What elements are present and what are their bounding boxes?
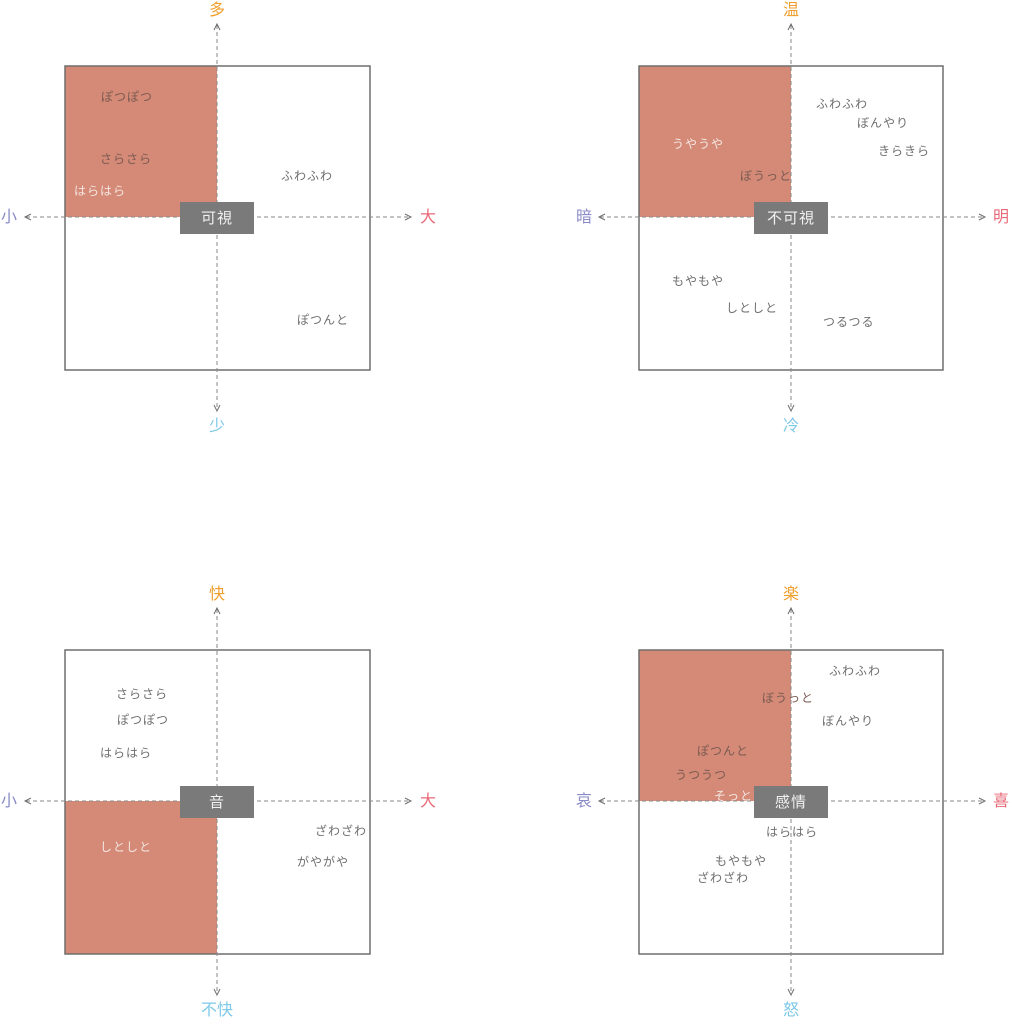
word-label: ざわざわ [697, 871, 750, 885]
word-label: がやがや [297, 855, 350, 869]
word-label: ぽつぽつ [117, 713, 170, 727]
axis-label-left: 暗 [575, 207, 593, 226]
axis-label-top: 温 [782, 0, 800, 19]
center-label-box: 可視 [180, 202, 254, 234]
word-label: ふわふわ [829, 664, 882, 678]
axis-label-left: 小 [0, 791, 18, 810]
arrow-left-icon [23, 213, 32, 221]
arrow-up-icon [213, 606, 221, 615]
panel-sound: 快 不快 小 大 さらさら ぽつぽつ はらはら しとしと ざわざわ がやがや 音 [0, 584, 440, 1024]
axis-label-bottom: 不快 [200, 1000, 234, 1019]
arrow-left-icon [597, 213, 606, 221]
panel-invisible-graphic [597, 22, 987, 413]
word-label: ぽつぽつ [101, 90, 154, 104]
axis-label-top: 楽 [782, 584, 800, 603]
panel-emotion-graphic [597, 606, 987, 997]
axis-label-right: 明 [992, 207, 1010, 226]
word-label: もやもや [672, 274, 725, 288]
arrow-up-icon [787, 22, 795, 31]
word-label: うつうつ [675, 768, 728, 782]
arrow-down-icon [787, 404, 795, 413]
word-label: はらはら [100, 746, 153, 760]
arrow-down-icon [213, 988, 221, 997]
word-label: そっと [714, 789, 754, 803]
arrow-down-icon [787, 988, 795, 997]
panel-visible: 多 少 小 大 ぽつぽつ さらさら はらはら ふわふわ ぽつんと 可視 [0, 0, 440, 440]
word-label: しとしと [726, 301, 779, 315]
axis-label-left: 哀 [575, 791, 593, 810]
arrow-left-icon [23, 797, 32, 805]
arrow-right-icon [978, 213, 987, 221]
arrow-up-icon [787, 606, 795, 615]
axis-label-top: 快 [208, 584, 226, 603]
axis-label-bottom: 少 [208, 416, 226, 435]
highlight-quadrant [639, 66, 791, 217]
word-label: ふわふわ [816, 97, 869, 111]
center-label-box: 音 [180, 786, 254, 818]
axis-label-left: 小 [0, 207, 18, 226]
axis-label-right: 喜 [992, 791, 1010, 810]
axis-label-bottom: 冷 [782, 416, 800, 435]
word-label: はらはら [74, 184, 127, 198]
word-label: もやもや [715, 854, 768, 868]
word-label: ぽつんと [297, 313, 350, 327]
arrow-right-icon [404, 213, 413, 221]
word-label: つるつる [823, 315, 875, 329]
center-label-box: 不可視 [754, 202, 828, 234]
arrow-right-icon [978, 797, 987, 805]
panel-emotion: 楽 怒 哀 喜 ふわふわ ぼうっと ぼんやり ぽつんと うつうつ そっと はらは… [574, 584, 1012, 1024]
word-label: しとしと [100, 840, 153, 854]
arrow-down-icon [213, 404, 221, 413]
highlight-quadrant [65, 66, 217, 217]
word-label: ぼんやり [822, 714, 875, 728]
word-label: さらさら [100, 152, 153, 166]
word-label: ざわざわ [315, 824, 368, 838]
word-label: ふわふわ [281, 169, 334, 183]
highlight-quadrant [639, 650, 791, 801]
arrow-up-icon [213, 22, 221, 31]
word-label: ぼうっと [740, 169, 793, 183]
word-label: さらさら [116, 687, 169, 701]
arrow-left-icon [597, 797, 606, 805]
word-label: ぼうっと [762, 691, 815, 705]
word-label: ぽつんと [697, 744, 750, 758]
arrow-right-icon [404, 797, 413, 805]
axis-label-bottom: 怒 [782, 1000, 800, 1019]
panel-invisible: 温 冷 暗 明 ふわふわ ぼんやり きらきら うやうや ぼうっと もやもや しと… [574, 0, 1012, 440]
panel-sound-graphic [23, 606, 413, 997]
center-label-box: 感情 [754, 786, 828, 818]
word-label: ぼんやり [857, 116, 910, 130]
axis-label-right: 大 [419, 791, 437, 810]
axis-label-right: 大 [419, 207, 437, 226]
axis-label-top: 多 [208, 0, 226, 19]
highlight-quadrant [65, 801, 217, 954]
word-label: はらはら [766, 825, 819, 839]
word-label: きらきら [878, 144, 931, 158]
word-label: うやうや [672, 137, 725, 151]
